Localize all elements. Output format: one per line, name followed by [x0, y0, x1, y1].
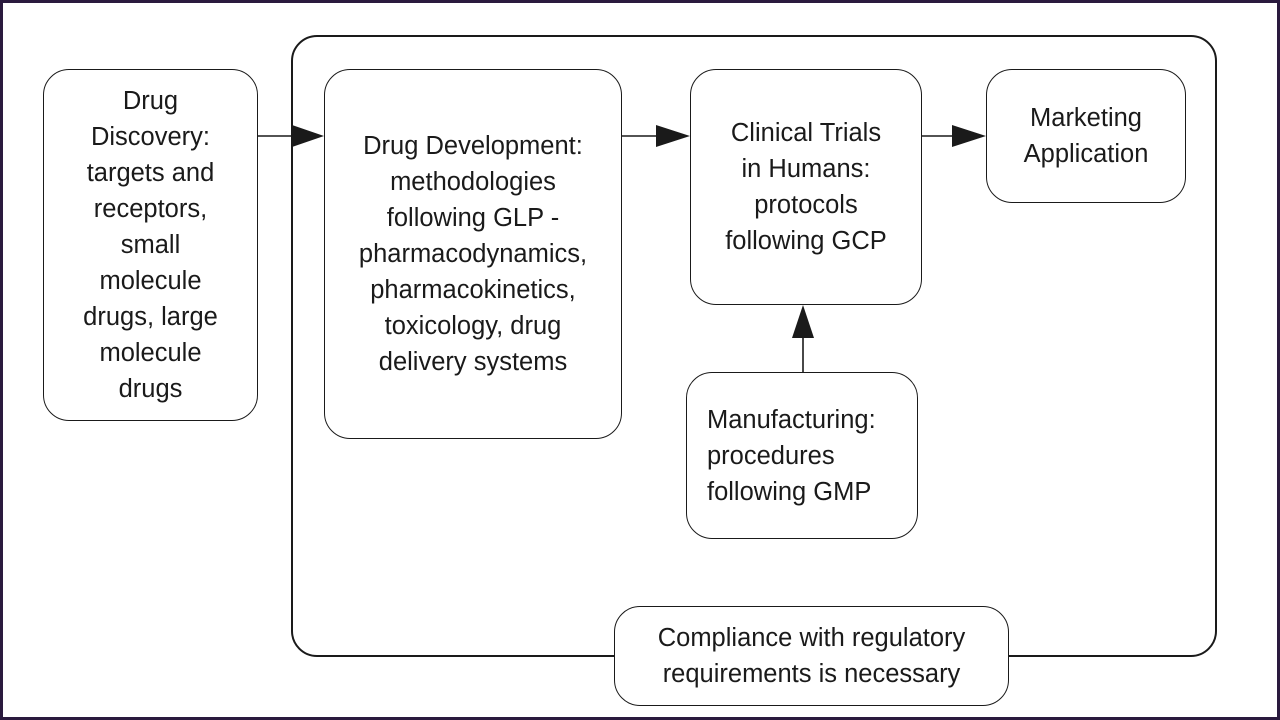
arrow-manufacturing-to-clinical [792, 305, 814, 372]
compliance-label: Compliance with regulatory requirements … [657, 624, 966, 688]
clinical-trials-label: Clinical Trials in Humans: protocols fol… [725, 119, 887, 255]
drug-discovery-node: Drug Discovery: targets and receptors, s… [43, 69, 258, 421]
marketing-application-label: Marketing Application [1023, 104, 1149, 168]
clinical-trials-node: Clinical Trials in Humans: protocols fol… [690, 69, 922, 305]
arrow-development-to-clinical [622, 125, 690, 147]
marketing-application-node: Marketing Application [986, 69, 1186, 203]
arrow-discovery-to-development [258, 125, 324, 147]
drug-development-node: Drug Development: methodologies followin… [324, 69, 622, 439]
compliance-node: Compliance with regulatory requirements … [614, 606, 1009, 706]
manufacturing-label: Manufacturing: procedures following GMP [707, 405, 876, 506]
drug-development-label: Drug Development: methodologies followin… [358, 132, 588, 376]
arrow-clinical-to-marketing [922, 125, 986, 147]
manufacturing-node: Manufacturing: procedures following GMP [686, 372, 918, 539]
drug-discovery-label: Drug Discovery: targets and receptors, s… [83, 87, 218, 403]
